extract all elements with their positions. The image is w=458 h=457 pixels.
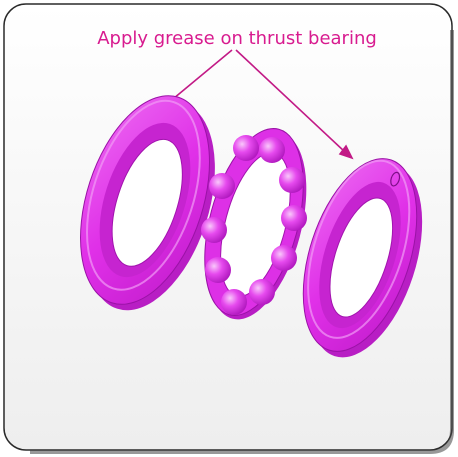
callout-label: Apply grease on thrust bearing bbox=[97, 28, 377, 49]
bearing-ball bbox=[209, 173, 235, 199]
bearing-ball bbox=[233, 135, 259, 161]
bearing-ball bbox=[249, 279, 275, 305]
bearing-ball bbox=[281, 205, 307, 231]
bearing-ball bbox=[279, 167, 305, 193]
bearing-ball bbox=[205, 257, 231, 283]
bearing-ball bbox=[259, 137, 285, 163]
bearing-ball bbox=[201, 217, 227, 243]
bearing-ball bbox=[271, 245, 297, 271]
bearing-ball bbox=[221, 289, 247, 315]
